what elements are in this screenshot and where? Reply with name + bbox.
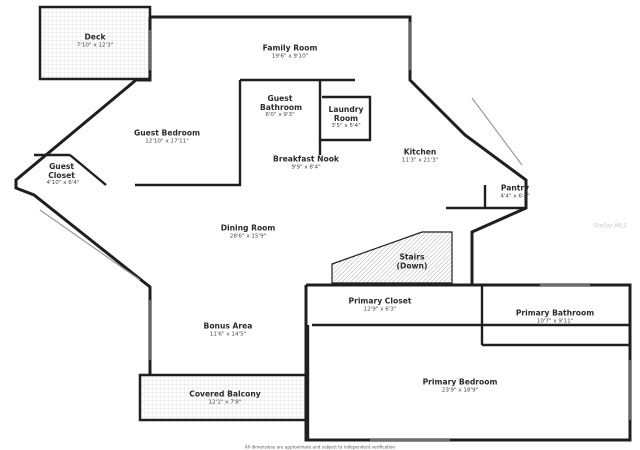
room-guest-closet: Guest Closet 4'10" x 6'4" <box>46 162 80 187</box>
room-deck: Deck 7'10" x 12'3" <box>77 33 113 48</box>
room-dims: 4'4" x 6'4" <box>500 193 530 200</box>
room-guest-bathroom: Guest Bathroom 6'0" x 9'3" <box>260 94 303 119</box>
room-breakfast-nook: Breakfast Nook 9'9" x 8'4" <box>273 155 339 170</box>
room-name: Guest Bathroom <box>260 94 303 112</box>
room-name: Breakfast Nook <box>273 154 339 164</box>
room-dims: 12'9" x 6'3" <box>363 306 397 313</box>
room-primary-bedroom: Primary Bedroom 23'9" x 18'9" <box>423 378 498 393</box>
room-name: Family Room <box>262 43 318 53</box>
windows <box>39 22 631 441</box>
room-name: Primary Closet <box>348 296 412 306</box>
room-dims: 7'10" x 12'3" <box>76 42 114 49</box>
deck-area <box>38 5 152 81</box>
room-name: Laundry Room <box>328 105 364 123</box>
room-dims: 28'6" x 15'9" <box>229 233 267 240</box>
room-dims: 3'5" x 5'4" <box>331 123 361 130</box>
room-dims: 4'10" x 6'4" <box>46 180 80 187</box>
room-name: Covered Balcony <box>189 389 261 399</box>
disclaimer-text: All dimensions are approximate and subje… <box>244 444 396 450</box>
room-laundry-room: Laundry Room 3'5" x 5'4" <box>328 105 364 130</box>
room-name: Dining Room <box>220 223 276 233</box>
room-covered-balcony: Covered Balcony 12'1" x 7'8" <box>189 390 260 405</box>
room-name: Stairs (Down) <box>396 252 428 270</box>
room-name: Kitchen <box>403 147 437 157</box>
room-dims: 12'10" x 17'11" <box>145 138 189 145</box>
room-stairs: Stairs (Down) <box>395 252 429 270</box>
room-name: Deck <box>84 32 106 42</box>
room-name: Guest Bedroom <box>133 128 201 138</box>
room-family-room: Family Room 19'6" x 9'10" <box>263 44 318 59</box>
room-dims: 12'1" x 7'8" <box>208 399 242 406</box>
watermark: Stellar MLS <box>593 222 627 230</box>
room-name: Guest Closet <box>48 162 75 180</box>
room-dims: 19'6" x 9'10" <box>271 53 309 60</box>
room-name: Pantry <box>500 183 530 193</box>
room-dining-room: Dining Room 28'6" x 15'9" <box>221 224 276 239</box>
room-kitchen: Kitchen 11'3" x 21'3" <box>402 148 438 163</box>
room-pantry: Pantry 4'4" x 6'4" <box>500 184 529 199</box>
room-dims: 23'9" x 18'9" <box>441 387 479 394</box>
room-dims: 10'7" x 9'11" <box>536 318 574 325</box>
room-guest-bedroom: Guest Bedroom 12'10" x 17'11" <box>134 129 200 144</box>
covered-balcony-area <box>138 373 308 422</box>
room-dims: 9'9" x 8'4" <box>291 164 321 171</box>
room-name: Bonus Area <box>203 321 253 331</box>
room-primary-closet: Primary Closet 12'9" x 6'3" <box>349 297 412 312</box>
room-dims: 11'6" x 14'5" <box>209 331 247 338</box>
room-primary-bathroom: Primary Bathroom 10'7" x 9'11" <box>516 309 594 324</box>
room-dims: 11'3" x 21'3" <box>401 157 439 164</box>
room-bonus-area: Bonus Area 11'6" x 14'5" <box>204 322 253 337</box>
room-name: Primary Bedroom <box>422 377 498 387</box>
room-dims: 6'0" x 9'3" <box>265 112 295 119</box>
room-name: Primary Bathroom <box>515 308 595 318</box>
stairs-area <box>331 231 453 284</box>
interior-walls <box>34 78 630 440</box>
